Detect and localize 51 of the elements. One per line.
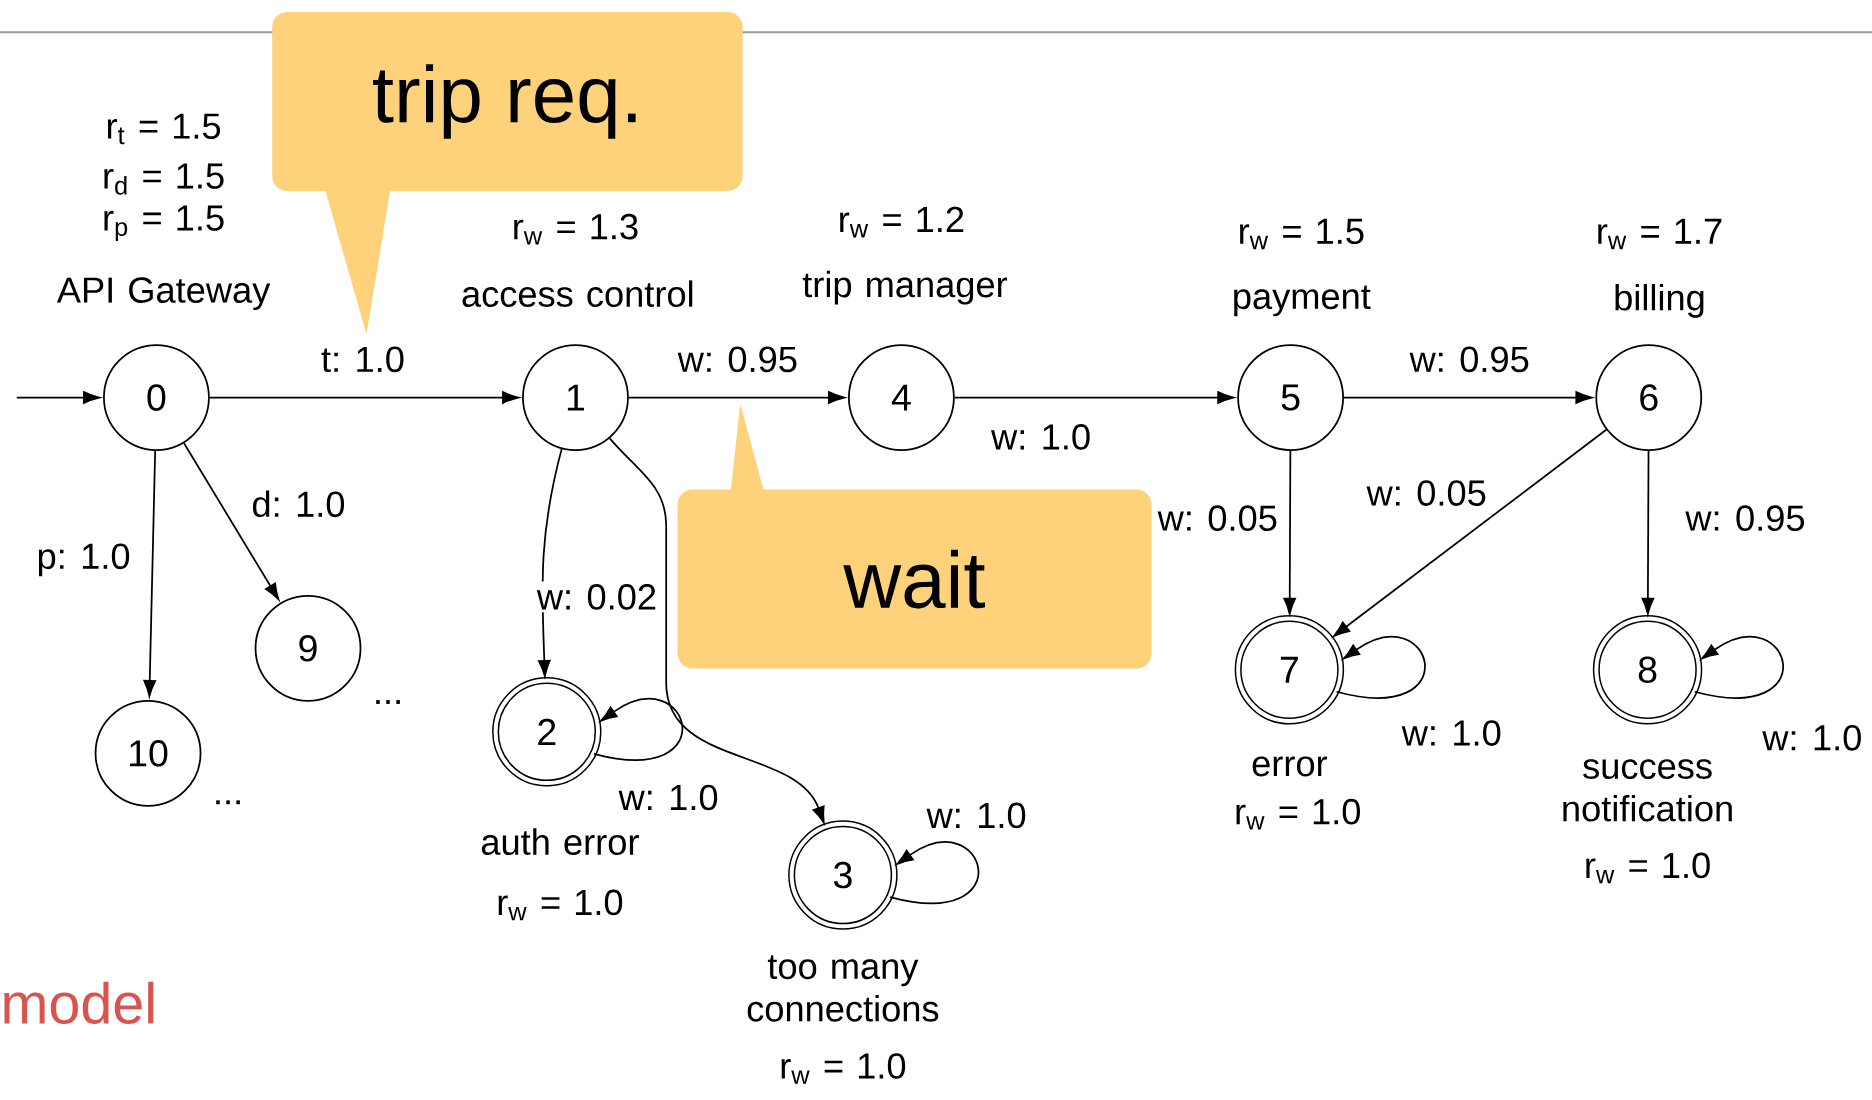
arrow [1641, 450, 1655, 615]
state-label: payment [1234, 285, 1371, 317]
state-label: error [1252, 756, 1328, 777]
state-label: r$_{w}$ = 1.2 [840, 206, 964, 238]
arrow [1335, 636, 1426, 699]
state-label: API Gateway [56, 277, 271, 311]
arrow [1693, 636, 1784, 699]
arrow [1343, 391, 1593, 405]
state-label: billing [1615, 284, 1704, 318]
arrow [953, 391, 1235, 405]
arrow [1283, 450, 1296, 615]
state-label: success notification [1563, 759, 1732, 822]
arrow [889, 841, 980, 904]
edge-label: w: 0.95 [1407, 344, 1533, 375]
state-label: r$_{w}$ = 1.0 [781, 1053, 906, 1085]
edge-label: w: 1.0 [924, 800, 1030, 831]
arrow [608, 437, 825, 824]
state-label: r$_{w}$ = 1.0 [498, 889, 623, 921]
edge-label: w: 0.05 [1364, 477, 1490, 509]
edge-label: t: 1.0 [318, 344, 408, 375]
edge-label: d: 1.0 [248, 488, 348, 520]
edge-label: w: 1.0 [988, 421, 1094, 453]
state-label: r$_{w}$ = 1.3 [514, 214, 638, 245]
arrow [538, 448, 563, 678]
state-label: trip manager [802, 271, 1008, 305]
edge-label: w: 1.0 [616, 782, 722, 814]
edge-label: w: 0.95 [1682, 503, 1809, 534]
edge-label: w: 1.0 [1759, 722, 1865, 754]
state-label: r$_{w}$ = 1.0 [1586, 852, 1710, 884]
state-label: auth error [481, 828, 639, 856]
arrow [143, 450, 157, 698]
state-label: r$_{w}$ = 1.7 [1598, 219, 1722, 250]
section-heading: model [4, 981, 154, 1025]
ellipsis: ... [216, 800, 240, 805]
edge-label: w: 0.95 [675, 344, 801, 375]
edge-label: w: 0.02 [534, 581, 660, 613]
arrow [208, 391, 520, 405]
arrow [593, 698, 684, 761]
ellipsis: ... [376, 700, 400, 705]
edge-label: w: 0.05 [1155, 503, 1281, 534]
state-label: r$_{t}$ = 1.5 [107, 113, 221, 145]
edge-label: p: 1.0 [34, 541, 134, 580]
state-label: r$_{w}$ = 1.0 [1236, 799, 1360, 830]
arrow [1333, 429, 1608, 638]
state-label: r$_{w}$ = 1.5 [1240, 219, 1364, 250]
state-label: r$_{d}$ = 1.5 [104, 163, 224, 195]
arrow [183, 442, 280, 601]
state-label: access control [462, 280, 693, 308]
state-label: r$_{p}$ = 1.5 [104, 205, 224, 242]
state-label: too many connections [747, 955, 939, 1022]
edge-label: w: 1.0 [1399, 717, 1505, 749]
